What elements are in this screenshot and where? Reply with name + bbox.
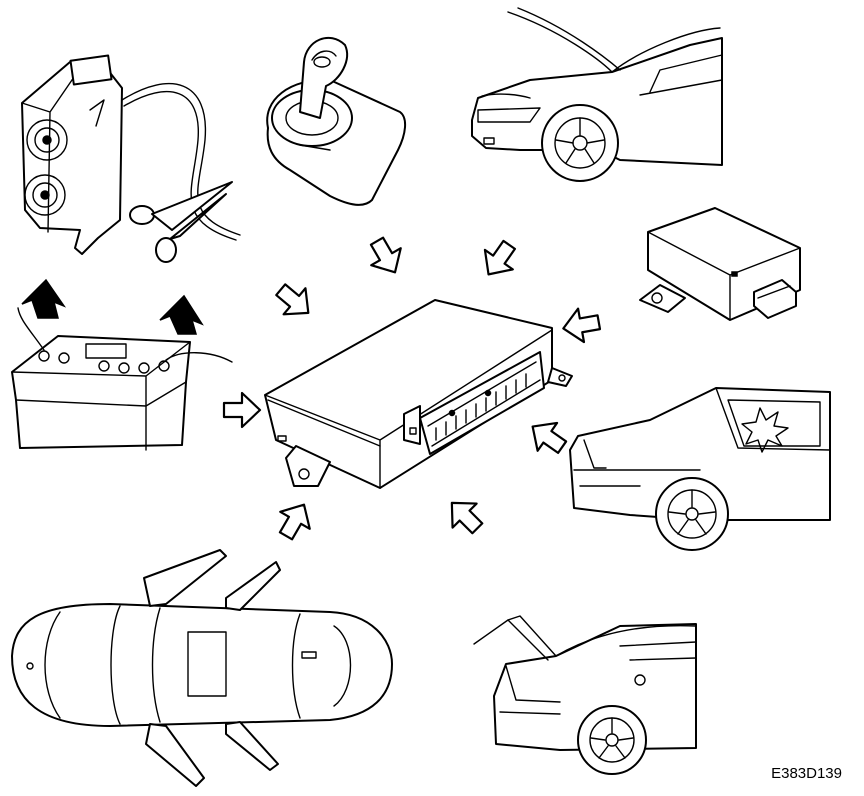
arrow-icon	[278, 503, 311, 541]
sensor-module-icon	[639, 207, 801, 321]
arrow-icon	[369, 236, 402, 274]
arrows	[222, 236, 602, 541]
arrow-icon	[483, 239, 517, 276]
car-glass-break-icon	[569, 387, 831, 551]
arrow-icon	[450, 501, 484, 535]
battery-icon	[11, 278, 233, 451]
arrow-icon	[562, 307, 602, 344]
arrow-icon	[275, 283, 310, 316]
arrow-icon	[531, 421, 568, 455]
control-unit-icon	[264, 299, 573, 489]
car-hood-open-icon	[471, 7, 723, 182]
car-trunk-open-icon	[473, 615, 697, 775]
ignition-key-icon	[266, 36, 406, 206]
siren-icon	[21, 54, 241, 263]
figure-code: E383D139	[771, 765, 842, 782]
car-doors-open-icon	[11, 549, 393, 787]
arrow-icon	[222, 391, 262, 429]
